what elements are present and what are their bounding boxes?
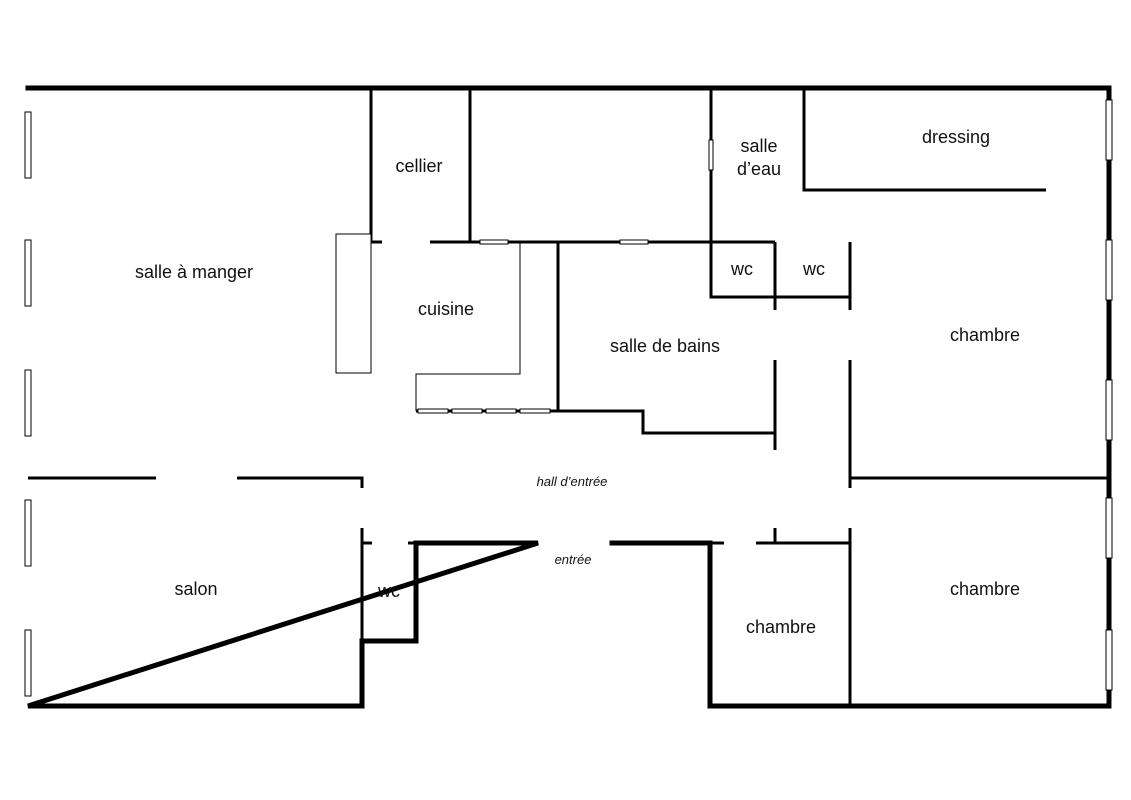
label-chambre-1: chambre	[950, 325, 1020, 345]
label-salon: salon	[174, 579, 217, 599]
windows	[24, 99, 1113, 697]
label-cellier: cellier	[395, 156, 442, 176]
interior-walls	[28, 90, 1109, 706]
label-wc-1: wc	[730, 259, 753, 279]
room-labels: cellier salle d’eau dressing salle à man…	[135, 127, 1020, 637]
exterior-walls	[25, 85, 1112, 709]
label-salle-eau-line1: salle	[740, 136, 777, 156]
label-salle-eau-line2: d’eau	[737, 159, 781, 179]
label-dressing: dressing	[922, 127, 990, 147]
fixture-marks	[417, 139, 714, 414]
label-cuisine: cuisine	[418, 299, 474, 319]
label-entree: entrée	[555, 552, 592, 567]
label-salle-a-manger: salle à manger	[135, 262, 253, 282]
label-wc-3: wc	[377, 581, 400, 601]
label-salle-de-bains: salle de bains	[610, 336, 720, 356]
label-hall: hall d’entrée	[537, 474, 608, 489]
label-wc-2: wc	[802, 259, 825, 279]
kitchen-island	[335, 233, 372, 374]
label-chambre-2: chambre	[746, 617, 816, 637]
label-chambre-3: chambre	[950, 579, 1020, 599]
